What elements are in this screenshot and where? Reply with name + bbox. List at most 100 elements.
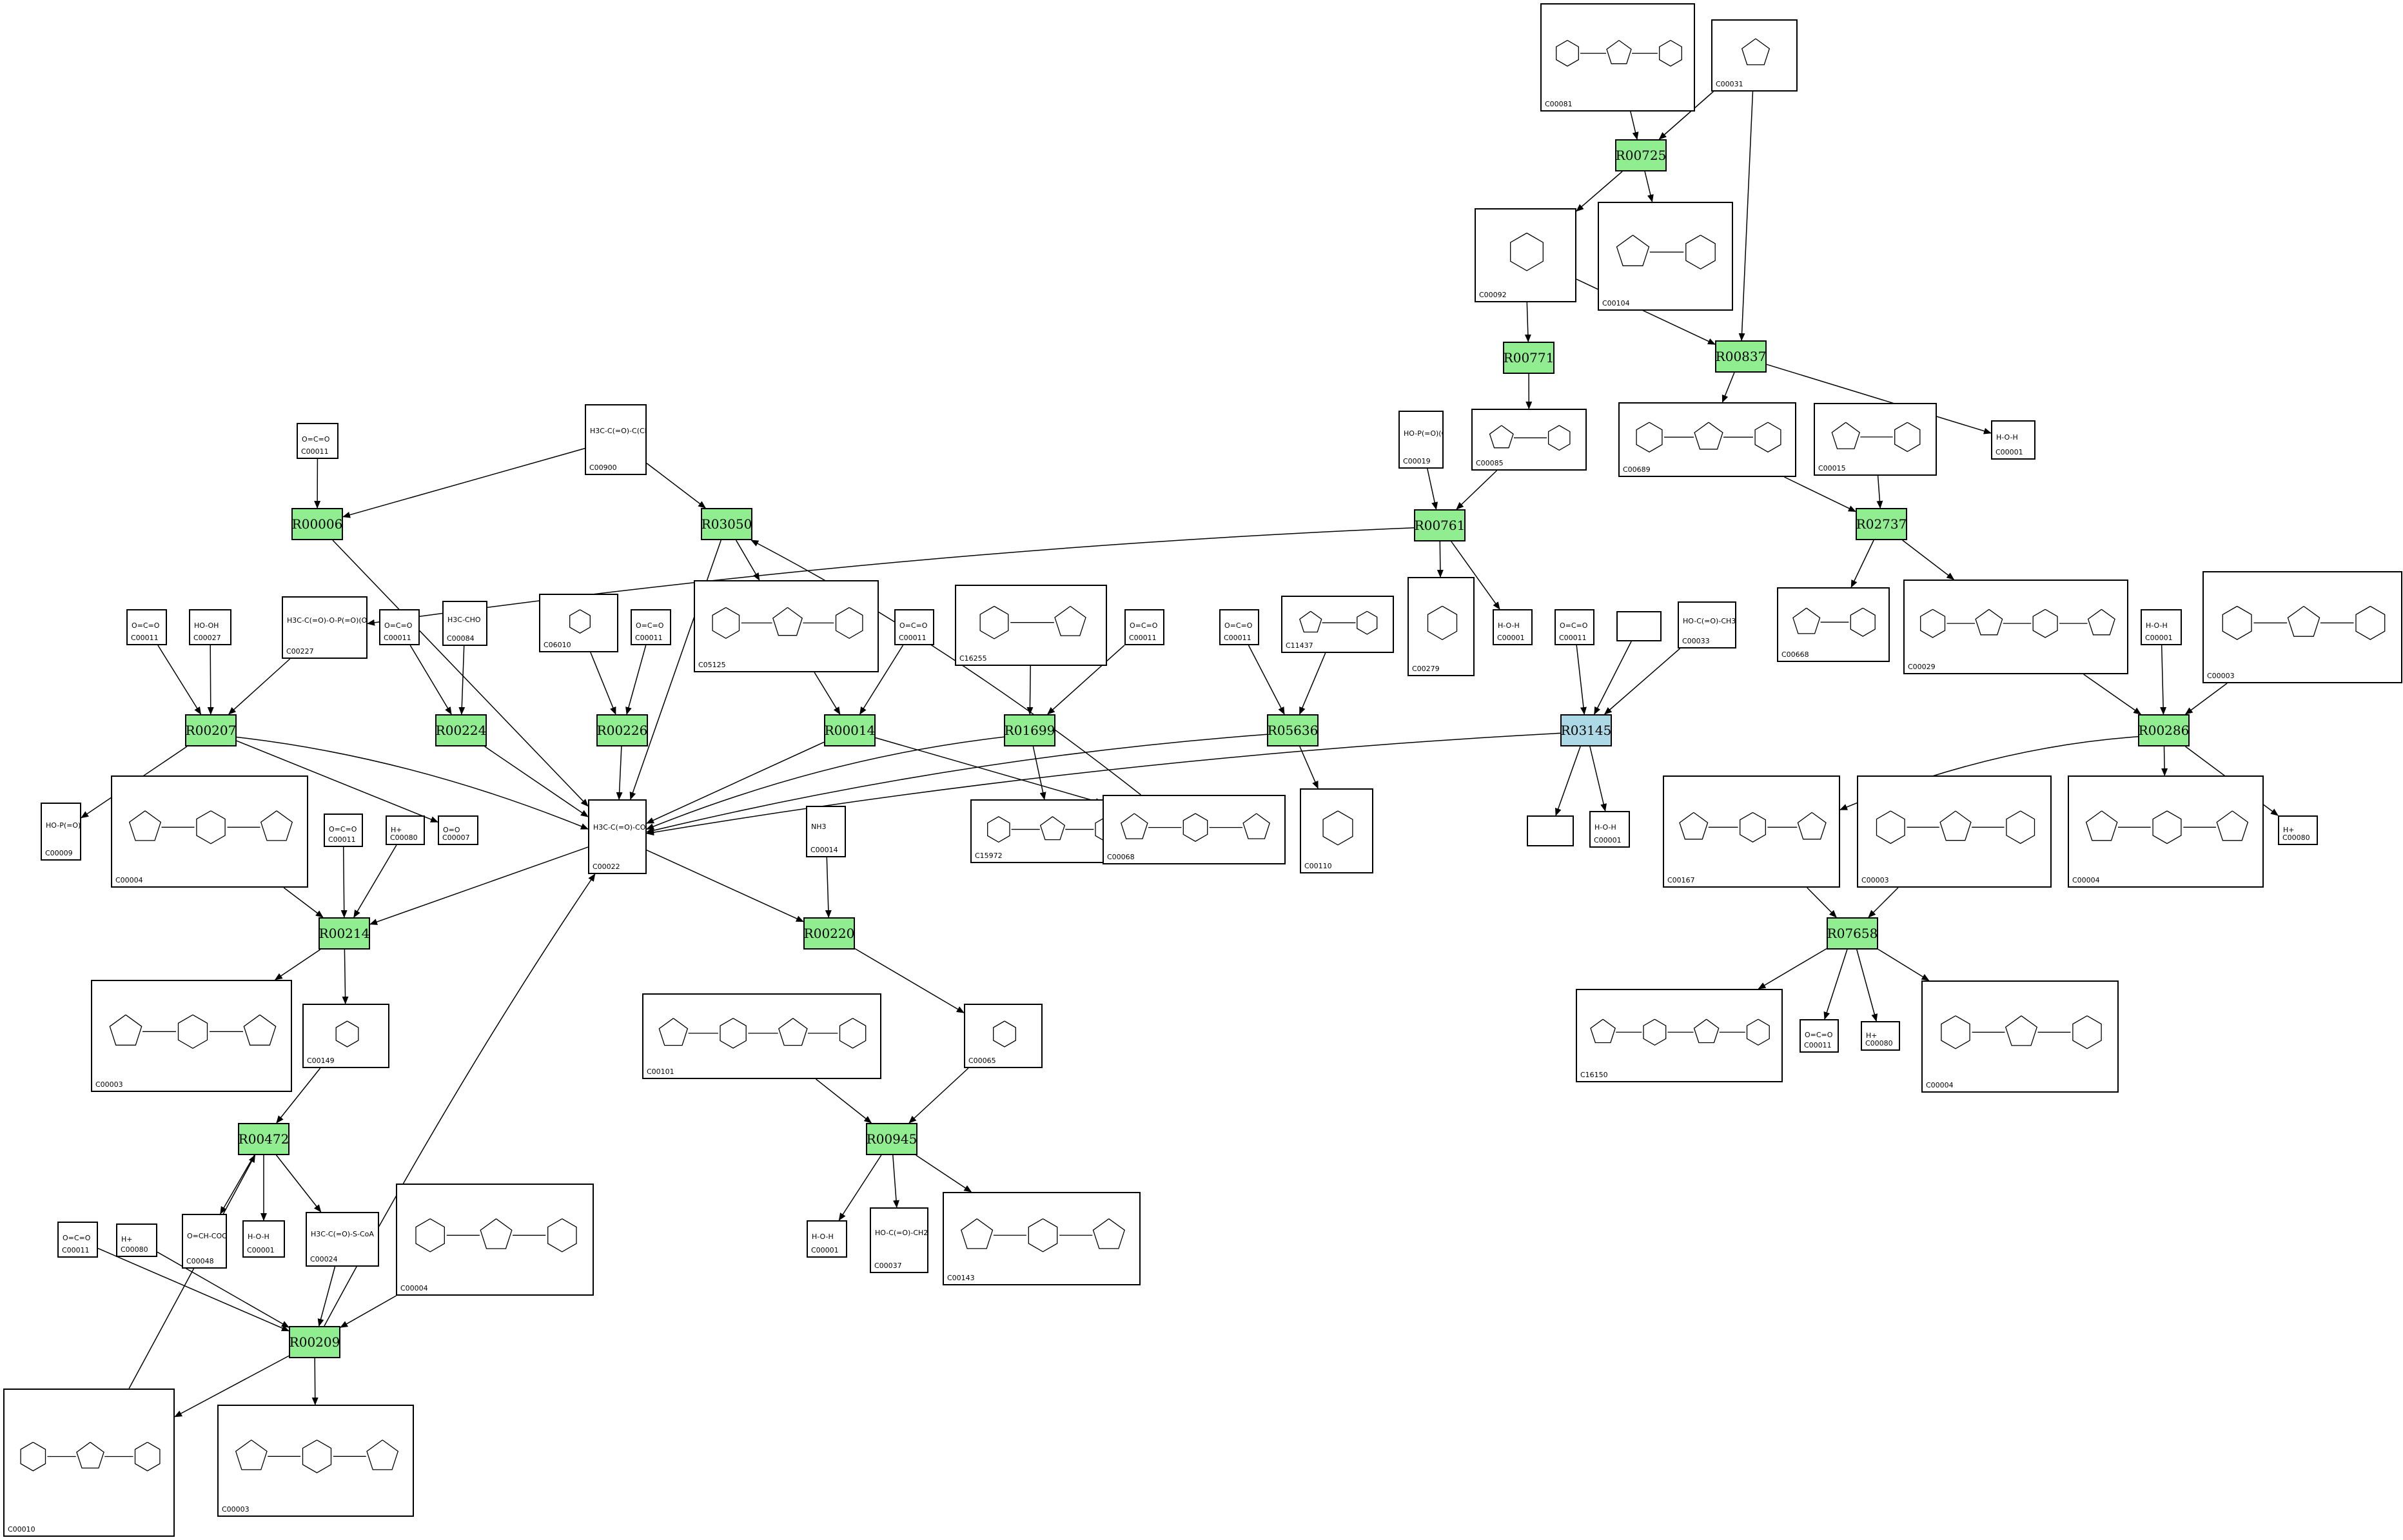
- reaction-node-r00725[interactable]: R00725: [1615, 139, 1667, 171]
- compound-node-c00081[interactable]: C00081: [1540, 3, 1695, 112]
- compound-node-c00085[interactable]: C00085: [1471, 409, 1587, 471]
- compound-node-c00009[interactable]: HO-P(=O)(OH)-OHC00009: [41, 803, 81, 861]
- compound-node-c00019[interactable]: HO-P(=O)(OH)-OHC00019: [1398, 411, 1444, 469]
- compound-node-c16255[interactable]: C16255: [955, 585, 1107, 666]
- reaction-node-r00761[interactable]: R00761: [1414, 509, 1466, 541]
- compound-formula: O=C=O: [132, 621, 160, 630]
- compound-node-c00022[interactable]: H3C-C(=O)-COOHC00022: [588, 799, 647, 874]
- compound-node-c00668[interactable]: C00668: [1777, 587, 1890, 662]
- compound-node-c00010[interactable]: C00010: [3, 1389, 175, 1537]
- reaction-node-r03145[interactable]: R03145: [1560, 714, 1612, 746]
- reaction-node-r05636[interactable]: R05636: [1267, 714, 1319, 746]
- compound-node-c00015[interactable]: C00015: [1814, 403, 1937, 476]
- edge-r03145-to-c_empty_b: [1555, 746, 1581, 816]
- compound-node-c00101[interactable]: C00101: [642, 993, 881, 1079]
- reaction-node-r00472[interactable]: R00472: [238, 1123, 289, 1155]
- compound-node-c00037[interactable]: HO-C(=O)-CH2-NH2C00037: [870, 1207, 928, 1273]
- reaction-node-r00286[interactable]: R00286: [2138, 714, 2190, 746]
- compound-node-c16150[interactable]: C16150: [1576, 989, 1783, 1082]
- compound-node-c00689[interactable]: C00689: [1618, 402, 1796, 477]
- compound-node-c11437[interactable]: C11437: [1281, 596, 1394, 653]
- reaction-node-r00220[interactable]: R00220: [803, 917, 855, 950]
- compound-node-c00900[interactable]: H3C-C(=O)-C(CH3)(OH)-COOHC00900: [585, 404, 647, 475]
- reaction-node-r03050[interactable]: R03050: [701, 508, 752, 540]
- reaction-node-r00224[interactable]: R00224: [435, 714, 487, 746]
- compound-node-c00048[interactable]: O=CH-COOHC00048: [182, 1214, 227, 1269]
- compound-node-c00003[interactable]: C00003: [2202, 571, 2402, 683]
- compound-node-c00004[interactable]: C00004: [2068, 775, 2264, 888]
- molecule-structure: [569, 609, 591, 634]
- reaction-node-r00837[interactable]: R00837: [1715, 340, 1767, 373]
- compound-node-c00104[interactable]: C00104: [1598, 202, 1733, 311]
- compound-node-c00031[interactable]: C00031: [1711, 19, 1798, 92]
- molecule-structure: [1941, 1015, 2102, 1049]
- edge-c_c00080_a-to-r00214: [353, 844, 397, 918]
- compound-id-label: C00084: [447, 634, 475, 643]
- reaction-node-r00209[interactable]: R00209: [289, 1326, 340, 1358]
- compound-node-c00003[interactable]: C00003: [1857, 775, 2052, 888]
- compound-id-label: C00011: [62, 1246, 90, 1254]
- edge-c_c00001_c-to-r00286: [2160, 645, 2167, 715]
- compound-node-c00080[interactable]: H+C00080: [386, 815, 425, 845]
- reaction-label: R07658: [1827, 926, 1878, 941]
- compound-node-c00003[interactable]: C00003: [217, 1405, 414, 1517]
- reaction-node-r00945[interactable]: R00945: [866, 1123, 917, 1155]
- compound-node-c00004[interactable]: C00004: [1921, 980, 2119, 1093]
- compound-node-c00279[interactable]: C00279: [1407, 577, 1475, 676]
- compound-id-label: C11437: [1286, 641, 1313, 650]
- reaction-label: R03050: [701, 516, 752, 532]
- compound-node-c00227[interactable]: H3C-C(=O)-O-P(=O)(OH)-OHC00227: [282, 596, 368, 659]
- reaction-node-r00214[interactable]: R00214: [319, 917, 370, 950]
- reaction-node-r07658[interactable]: R07658: [1827, 917, 1878, 950]
- compound-node-c00149[interactable]: C00149: [302, 1004, 389, 1068]
- reaction-node-r02737[interactable]: R02737: [1856, 508, 1907, 540]
- compound-node-c00080[interactable]: H+C00080: [116, 1223, 157, 1257]
- compound-node-unlabeled[interactable]: [1527, 815, 1574, 846]
- compound-node-c00092[interactable]: C00092: [1475, 208, 1576, 302]
- reaction-node-r00006[interactable]: R00006: [291, 508, 343, 540]
- reaction-node-r00226[interactable]: R00226: [596, 714, 648, 746]
- compound-node-c00029[interactable]: C00029: [1903, 580, 2128, 674]
- reaction-node-r00771[interactable]: R00771: [1503, 342, 1555, 374]
- compound-node-c00004[interactable]: C00004: [111, 775, 308, 888]
- reaction-node-r01699[interactable]: R01699: [1004, 714, 1055, 746]
- compound-node-c06010[interactable]: C06010: [539, 594, 618, 652]
- compound-node-c00080[interactable]: H+C00080: [2278, 815, 2318, 845]
- compound-node-unlabeled[interactable]: [1616, 611, 1662, 641]
- edge-c_c11437-to-r05636: [1299, 652, 1326, 715]
- reaction-node-r00014[interactable]: R00014: [824, 714, 876, 746]
- reaction-node-r00207[interactable]: R00207: [185, 714, 237, 746]
- compound-node-c00068[interactable]: C00068: [1103, 795, 1286, 864]
- compound-node-c00167[interactable]: C00167: [1663, 775, 1840, 888]
- compound-node-c00110[interactable]: C00110: [1300, 788, 1373, 873]
- compound-node-c00065[interactable]: C00065: [964, 1004, 1043, 1068]
- compound-node-c00080[interactable]: H+C00080: [1861, 1021, 1900, 1051]
- compound-node-c00004[interactable]: C00004: [396, 1184, 594, 1296]
- compound-node-c00003[interactable]: C00003: [91, 980, 292, 1092]
- compound-node-c00143[interactable]: C00143: [943, 1192, 1141, 1285]
- compound-node-c05125[interactable]: C05125: [694, 580, 879, 672]
